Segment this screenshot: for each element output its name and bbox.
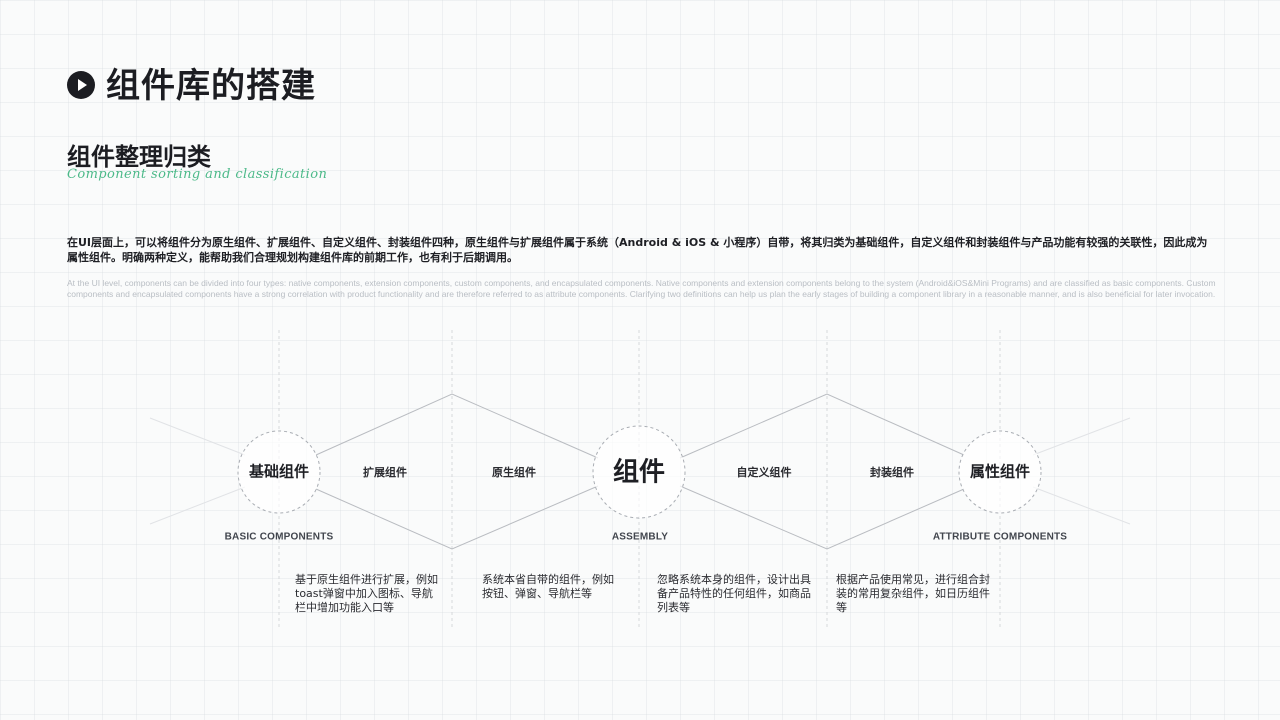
page-title: 组件库的搭建 xyxy=(106,66,316,106)
category-note: 基于原生组件进行扩展，例如toast弹窗中加入图标、导航栏中增加功能入口等 xyxy=(295,573,438,614)
connector-lines xyxy=(315,393,965,550)
right-lower-path xyxy=(679,485,965,550)
fade-line xyxy=(149,417,246,456)
left-lower-path xyxy=(315,485,599,550)
section-subtitle: Component sorting and classification xyxy=(67,167,328,182)
fade-lines xyxy=(149,417,1131,525)
english-label-attribute: ATTRIBUTE COMPONENTS xyxy=(932,531,1068,543)
section-title: 组件整理归类 xyxy=(67,143,211,171)
category-label: 扩展组件 xyxy=(363,466,407,479)
right-upper-path xyxy=(679,393,965,459)
category-label: 自定义组件 xyxy=(736,466,792,479)
play-circle-icon xyxy=(67,71,95,99)
fade-line xyxy=(1032,486,1131,525)
left-upper-path xyxy=(315,393,599,459)
left-node-circle xyxy=(237,430,321,514)
node-circles xyxy=(237,425,1042,519)
english-label-assembly: ASSEMBLY xyxy=(611,531,669,543)
category-note: 忽略系统本身的组件，设计出具备产品特性的任何组件，如商品列表等 xyxy=(657,573,811,614)
right-node-circle xyxy=(958,430,1042,514)
fade-line xyxy=(1032,417,1131,456)
center-node-circle xyxy=(592,425,686,519)
fade-line xyxy=(149,486,246,525)
node-label-basic: 基础组件 xyxy=(248,462,310,481)
column-guides xyxy=(278,330,1001,628)
node-label-attribute: 属性组件 xyxy=(969,462,1031,481)
description-english: At the UI level, components can be divid… xyxy=(67,278,1216,299)
category-note: 系统本省自带的组件，例如按钮、弹窗、导航栏等 xyxy=(482,573,614,600)
description-chinese: 在UI层面上，可以将组件分为原生组件、扩展组件、自定义组件、封装组件四种，原生组… xyxy=(67,236,1208,264)
category-note: 根据产品使用常见，进行组合封装的常用复杂组件，如日历组件等 xyxy=(836,573,990,614)
node-label-assembly: 组件 xyxy=(612,457,666,488)
english-label-basic: BASIC COMPONENTS xyxy=(224,531,334,543)
category-label: 封装组件 xyxy=(870,466,914,479)
category-label: 原生组件 xyxy=(492,466,536,479)
